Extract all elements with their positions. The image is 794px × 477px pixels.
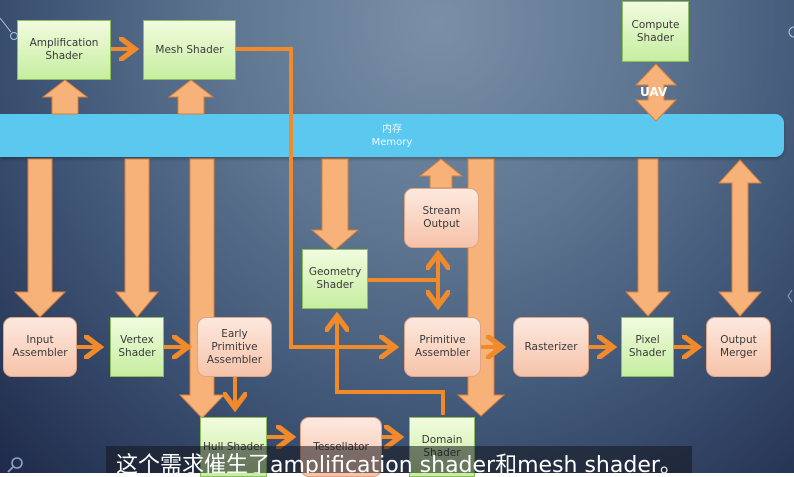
node-stream-output: Stream Output [404, 188, 479, 248]
fat-arrow-memory-to-input [13, 158, 67, 318]
fat-arrow-memory-output-merger [717, 159, 763, 317]
arrow-geometry-to-stream [368, 254, 438, 282]
node-vertex-shader: Vertex Shader [110, 317, 164, 377]
node-early-primitive-assembler: Early Primitive Assembler [197, 317, 272, 377]
slide-decoration-circle-icon [788, 26, 794, 38]
node-input-assembler: Input Assembler [3, 317, 77, 377]
zoom-search-icon[interactable] [6, 456, 24, 473]
node-rasterizer: Rasterizer [513, 317, 589, 377]
video-subtitle: 这个需求催生了amplification shader和mesh shader。 [106, 446, 692, 473]
memory-label-en: Memory [371, 136, 413, 148]
fat-arrow-uav [634, 63, 678, 122]
fat-arrow-memory-to-amplification [41, 79, 89, 115]
uav-label: UAV [640, 85, 668, 99]
arrow-mesh-to-primitive-assembler [236, 47, 395, 347]
fat-arrow-memory-to-hull [178, 158, 226, 419]
node-primitive-assembler: Primitive Assembler [404, 317, 481, 377]
node-amplification-shader: Amplification Shader [17, 20, 111, 80]
fat-arrow-memory-to-geometry [310, 158, 360, 251]
fat-arrow-memory-to-vertex [114, 158, 160, 318]
node-mesh-shader: Mesh Shader [143, 20, 236, 80]
arrow-domain-to-geometry [337, 316, 445, 415]
node-geometry-shader: Geometry Shader [302, 249, 368, 309]
fat-arrow-memory-to-mesh [167, 79, 215, 115]
fat-arrow-memory-to-pixel [624, 158, 672, 317]
fat-arrow-stream-to-memory [418, 158, 464, 189]
node-pixel-shader: Pixel Shader [621, 317, 674, 377]
node-compute-shader: Compute Shader [622, 1, 689, 62]
memory-label-cn: 内存 [382, 123, 402, 135]
memory-bar: 内存 Memory [0, 114, 784, 157]
slide-decoration-connector-icon [0, 17, 18, 40]
slide-decoration-arrow-icon [787, 289, 793, 303]
node-output-merger: Output Merger [706, 317, 771, 377]
